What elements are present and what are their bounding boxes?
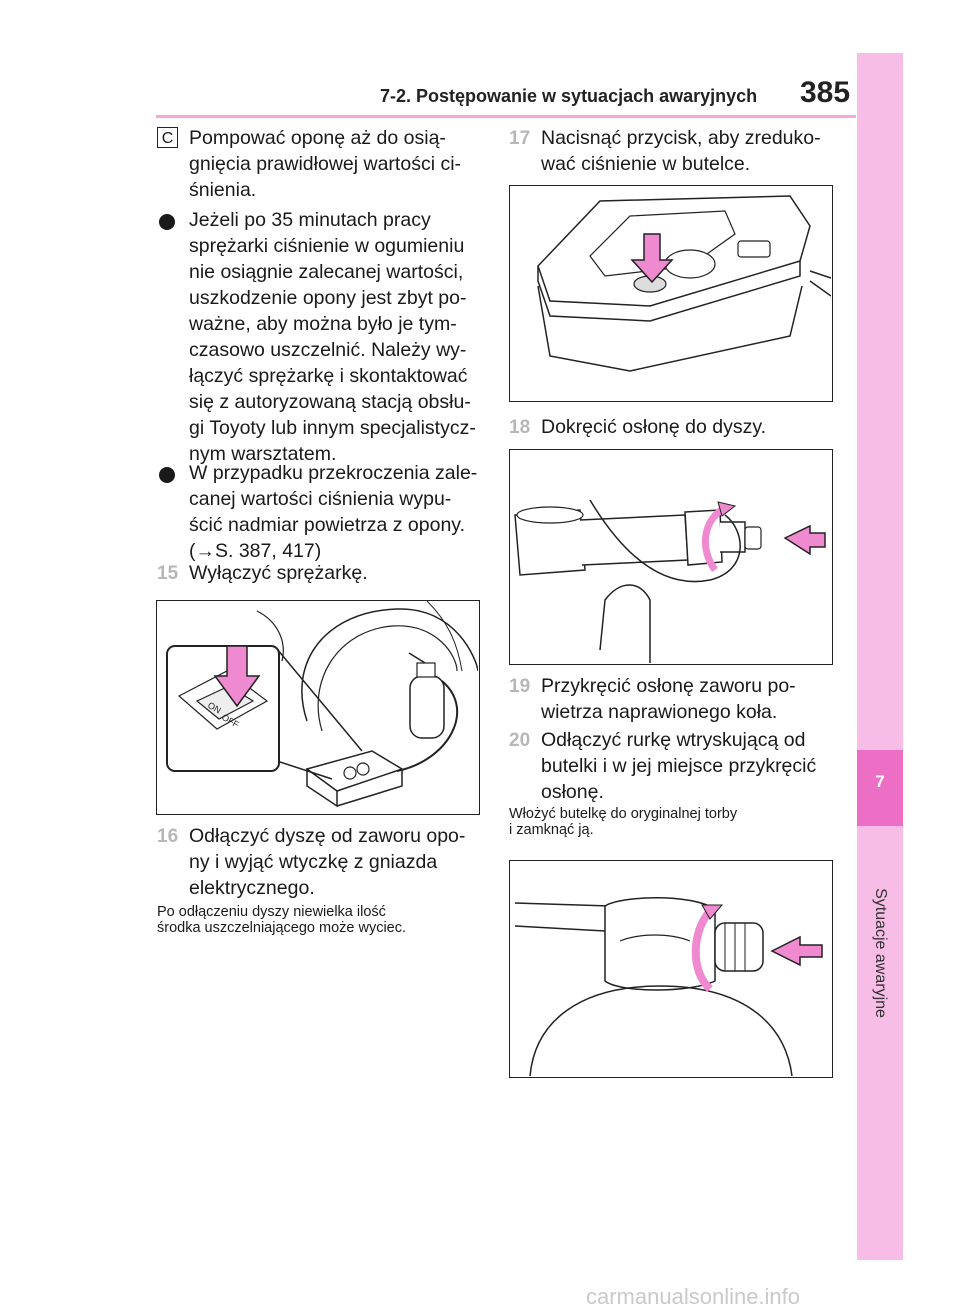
page-header: 7-2. Postępowanie w sytuacjach awaryjnyc… bbox=[0, 0, 960, 120]
step-text: Odłączyć dyszę od zaworu opo- ny i wyjąć… bbox=[189, 823, 465, 901]
bullet-paragraph-2: W przypadku przekroczenia zale- canej wa… bbox=[189, 460, 477, 564]
note-text: Włożyć butelkę do oryginalnej torby i za… bbox=[509, 806, 737, 838]
note-text: Po odłączeniu dyszy niewielka ilość środ… bbox=[157, 904, 406, 936]
text-line: Po odłączeniu dyszy niewielka ilość bbox=[157, 904, 386, 920]
chapter-number: 7 bbox=[857, 750, 903, 826]
text-line: butelki i w jej miejsce przykręcić bbox=[541, 755, 817, 777]
text-line: gnięcia prawidłowej wartości ci- bbox=[189, 153, 462, 175]
chapter-side-tab[interactable]: 7 Sytuacje awaryjne bbox=[857, 53, 903, 1260]
step-text: Przykręcić osłonę zaworu po- wietrza nap… bbox=[541, 673, 796, 725]
step-number: 20 bbox=[509, 730, 531, 751]
text-line: Pompować oponę aż do osią- bbox=[189, 127, 446, 149]
bullet-paragraph-1: Jeżeli po 35 minutach pracy sprężarki ci… bbox=[189, 207, 476, 467]
text-line: nym warsztatem. bbox=[189, 443, 337, 465]
chapter-label: Sytuacje awaryjne bbox=[872, 888, 889, 1018]
step-number: 17 bbox=[509, 128, 531, 149]
page-number: 385 bbox=[800, 76, 851, 109]
text-line: wać ciśnienie w butelce. bbox=[541, 153, 751, 175]
figure-compressor-switch-off: ON OFF bbox=[156, 600, 480, 815]
c-paragraph: Pompować oponę aż do osią- gnięcia prawi… bbox=[189, 125, 461, 203]
text-line: śnienia. bbox=[189, 179, 257, 201]
step-number: 16 bbox=[157, 826, 179, 847]
text-line: Nacisnąć przycisk, aby zreduko- bbox=[541, 127, 821, 149]
text-line: osłonę. bbox=[541, 781, 604, 803]
bullet-dot bbox=[159, 467, 175, 483]
text-line: uszkodzenie opony jest zbyt po- bbox=[189, 287, 467, 309]
text-line: Odłączyć rurkę wtryskującą od bbox=[541, 729, 806, 751]
figure-bottle-pressure-button bbox=[509, 185, 833, 402]
bullet-dot bbox=[159, 214, 175, 230]
step-number: 15 bbox=[157, 563, 179, 584]
header-rule bbox=[156, 115, 856, 118]
watermark: carmanualsonline.info bbox=[586, 1284, 801, 1309]
text-line: i zamknąć ją. bbox=[509, 822, 594, 838]
text-line: nie osiągnie zalecanej wartości, bbox=[189, 261, 464, 283]
text-line: łączyć sprężarkę i skontaktować bbox=[189, 365, 468, 387]
text-line: Jeżeli po 35 minutach pracy bbox=[189, 209, 431, 231]
text-line: środka uszczelniającego może wyciec. bbox=[157, 920, 407, 936]
text-line: ścić nadmiar powietrza z opony. bbox=[189, 514, 466, 536]
text-line: Odłączyć dyszę od zaworu opo- bbox=[189, 825, 466, 847]
text-line: wietrza naprawionego koła. bbox=[541, 701, 778, 723]
step-text: Wyłączyć sprężarkę. bbox=[189, 562, 368, 584]
step-text: Odłączyć rurkę wtryskującą od butelki i … bbox=[541, 727, 816, 805]
text-line: elektrycznego. bbox=[189, 877, 315, 899]
text-line: czasowo uszczelnić. Należy wy- bbox=[189, 339, 467, 361]
step-number: 18 bbox=[509, 417, 531, 438]
text-line: ny i wyjąć wtyczkę z gniazda bbox=[189, 851, 438, 873]
step-text: Nacisnąć przycisk, aby zreduko- wać ciśn… bbox=[541, 125, 821, 177]
c-marker: C bbox=[157, 127, 178, 148]
step-text: Dokręcić osłonę do dyszy. bbox=[541, 416, 767, 438]
figure-bottle-cap bbox=[509, 860, 833, 1078]
text-line: Włożyć butelkę do oryginalnej torby bbox=[509, 806, 738, 822]
text-line: się z autoryzowaną stacją obsłu- bbox=[189, 391, 471, 413]
figure-nozzle-cap bbox=[509, 449, 833, 665]
text-line: Przykręcić osłonę zaworu po- bbox=[541, 675, 796, 697]
text-line: ważne, aby można było je tym- bbox=[189, 313, 457, 335]
text-line: gi Toyoty lub innym specjalistycz- bbox=[189, 417, 476, 439]
section-title: 7-2. Postępowanie w sytuacjach awaryjnyc… bbox=[380, 86, 758, 106]
text-line: canej wartości ciśnienia wypu- bbox=[189, 488, 452, 510]
page-reference-link[interactable]: (→S. 387, 417) bbox=[189, 540, 322, 562]
step-number: 19 bbox=[509, 676, 531, 697]
text-line: sprężarki ciśnienie w ogumieniu bbox=[189, 235, 465, 257]
text-line: W przypadku przekroczenia zale- bbox=[189, 462, 478, 484]
